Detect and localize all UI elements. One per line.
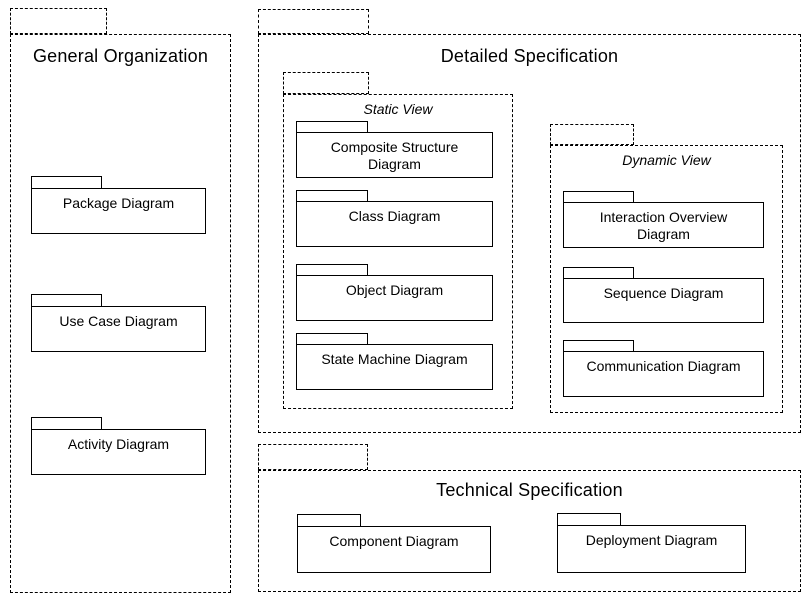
package-label-text: Class Diagram [348, 208, 441, 224]
package-label-text: Activity Diagram [67, 436, 170, 452]
package-label: Use Case Diagram [31, 306, 206, 352]
static-view-package-tab [283, 72, 369, 94]
package-sequence-diagram: Sequence Diagram [563, 267, 764, 323]
package-label-text: Object Diagram [345, 282, 444, 298]
detailed-specification-package-tab [258, 9, 369, 34]
package-interaction-overview-diagram: Interaction Overview Diagram [563, 191, 764, 248]
package-label-text: Composite Structure Diagram [330, 139, 459, 172]
package-label: Interaction Overview Diagram [563, 202, 764, 248]
general-organization-title: General Organization [32, 46, 209, 66]
package-state-machine-diagram: State Machine Diagram [296, 333, 493, 390]
package-class-diagram: Class Diagram [296, 190, 493, 247]
package-label-text: Use Case Diagram [59, 313, 178, 329]
package-label-text: Deployment Diagram [585, 532, 718, 548]
detailed-specification-package: Detailed Specification Static View Compo… [258, 34, 801, 433]
package-label: Sequence Diagram [563, 278, 764, 323]
package-label: Deployment Diagram [557, 525, 746, 573]
static-view-title: Static View [363, 101, 433, 117]
package-use-case-diagram: Use Case Diagram [31, 294, 206, 352]
package-label: State Machine Diagram [296, 344, 493, 390]
package-label-text: Sequence Diagram [603, 285, 724, 301]
technical-specification-package-tab [258, 444, 368, 470]
package-label-text: Communication Diagram [586, 358, 741, 374]
package-package-diagram: Package Diagram [31, 176, 206, 234]
technical-specification-title: Technical Specification [436, 480, 623, 500]
package-label: Class Diagram [296, 201, 493, 247]
technical-specification-package: Technical Specification Component Diagra… [258, 470, 801, 592]
dynamic-view-package-tab [550, 124, 634, 145]
package-label-text: Interaction Overview Diagram [599, 209, 728, 242]
package-communication-diagram: Communication Diagram [563, 340, 764, 397]
package-activity-diagram: Activity Diagram [31, 417, 206, 475]
package-component-diagram: Component Diagram [297, 514, 491, 573]
package-label: Communication Diagram [563, 351, 764, 397]
package-label: Activity Diagram [31, 429, 206, 475]
package-label-text: Component Diagram [329, 533, 459, 549]
package-deployment-diagram: Deployment Diagram [557, 513, 746, 573]
dynamic-view-title: Dynamic View [622, 152, 711, 168]
general-organization-package-tab [10, 8, 107, 34]
package-label-text: Package Diagram [62, 195, 175, 211]
package-object-diagram: Object Diagram [296, 264, 493, 321]
dynamic-view-package: Dynamic View Interaction Overview Diagra… [550, 145, 783, 413]
static-view-package: Static View Composite Structure Diagram … [283, 94, 513, 409]
package-composite-structure-diagram: Composite Structure Diagram [296, 121, 493, 178]
package-label: Package Diagram [31, 188, 206, 234]
package-label-text: State Machine Diagram [321, 351, 468, 367]
package-label: Component Diagram [297, 526, 491, 573]
package-label: Object Diagram [296, 275, 493, 321]
package-label: Composite Structure Diagram [296, 132, 493, 178]
detailed-specification-title: Detailed Specification [440, 46, 619, 66]
general-organization-package: General Organization Package Diagram Use… [10, 34, 231, 593]
